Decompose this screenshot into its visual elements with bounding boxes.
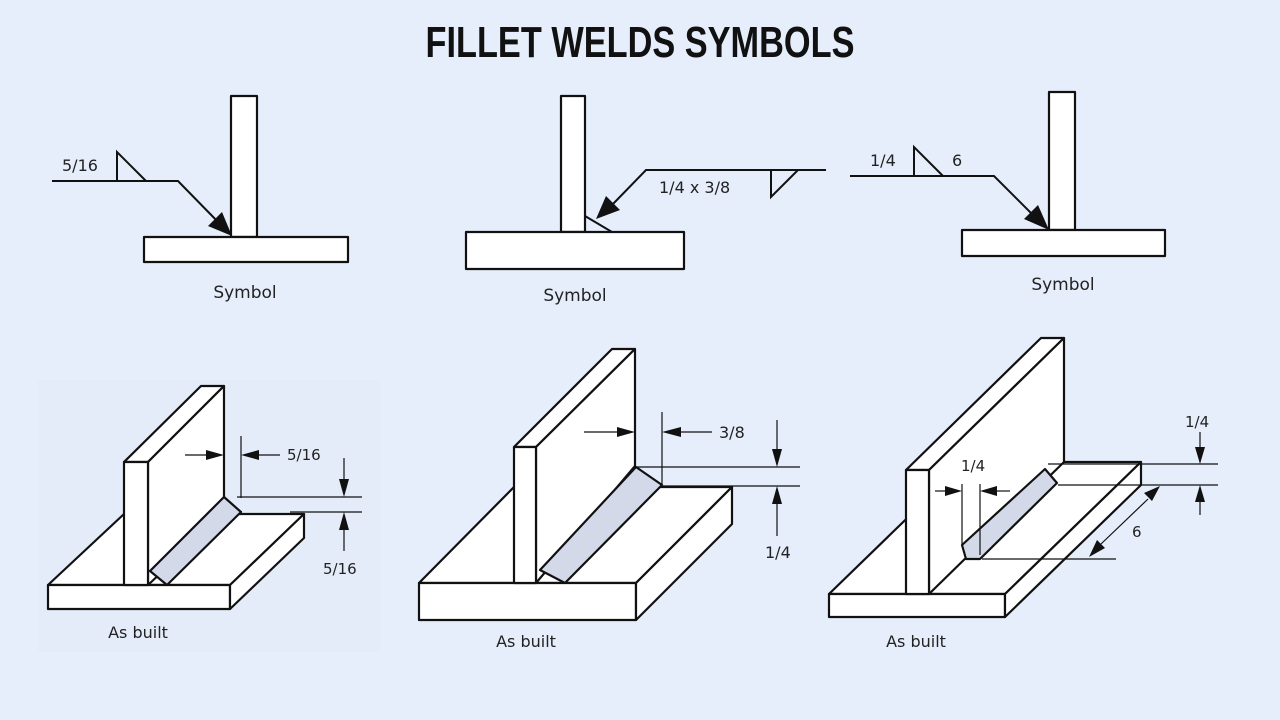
page-title: FILLET WELDS SYMBOLS [425,18,855,67]
dimension-label: 6 [1132,523,1142,541]
weld-length-label: 6 [952,151,962,170]
dimension-label: 5/16 [287,446,321,464]
arrowhead [1089,540,1105,557]
vertical-plate [229,94,259,239]
weld-size-label: 1/4 x 3/8 [659,178,730,197]
arrowhead [1144,486,1160,501]
arrowhead [662,427,681,437]
vertical-plate-front [904,468,931,596]
reference-leader-line [850,175,1039,221]
fillet-weld-bead [148,495,243,587]
symbol-diagram-2: 1/4 x 3/8 Symbol [464,94,826,306]
arrowhead [980,486,997,496]
fillet-weld-bead [960,467,1059,561]
vertical-plate [559,94,587,234]
dimension-label: 1/4 [765,543,791,562]
symbol-diagram-3: 1/4 6 Symbol [850,90,1167,295]
arrowhead [1195,485,1205,502]
symbol-caption: Symbol [1031,275,1094,295]
symbol-diagram-1: 5/16 Symbol [52,94,350,303]
as-built-caption: As built [108,623,168,642]
arrowhead [1195,447,1205,464]
as-built-diagram-1: 5/16 5/16 As built [38,380,381,652]
arrowhead [617,427,635,437]
dimension-line [1100,498,1149,545]
base-plate [142,235,350,264]
base-plate-front [46,583,232,611]
weld-size-label: 1/4 [870,151,896,170]
arrowhead [772,486,782,504]
arrowhead [1024,205,1049,230]
arrowhead [596,196,620,219]
arrowhead [339,479,349,497]
as-built-caption: As built [886,632,946,651]
vertical-plate [1047,90,1077,232]
fillet-weld-bead [584,215,616,233]
dimension-label: 3/8 [719,423,745,442]
arrowhead [945,486,962,496]
vertical-plate-front [512,445,538,585]
base-plate-side [228,512,306,611]
fillet-weld-symbol-other-side [770,169,799,200]
fillet-weld-symbol [913,144,944,177]
dimension-label: 1/4 [1185,413,1209,431]
base-plate-front [827,592,1007,619]
reference-leader-line [611,169,826,206]
base-plate-front [417,581,638,622]
dimension-label: 1/4 [961,457,985,475]
base-plate [960,228,1167,258]
dimension-label: 5/16 [323,560,357,578]
as-built-diagram-3: 1/4 1/4 6 As built [827,336,1218,651]
symbol-caption: Symbol [213,283,276,303]
symbol-caption: Symbol [543,286,606,306]
as-built-caption: As built [496,632,556,651]
arrowhead [241,450,259,460]
arrowhead [772,449,782,467]
as-built-diagram-2: 3/8 1/4 As built [417,347,800,651]
arrowhead [208,212,232,236]
arrowhead [206,450,224,460]
fillet-weld-symbol [116,149,147,182]
reference-leader-line [52,180,223,227]
weld-size-label: 5/16 [62,156,98,175]
vertical-plate-front [122,460,150,587]
arrowhead [339,512,349,530]
base-plate [464,230,686,271]
base-plate-side [634,485,734,622]
